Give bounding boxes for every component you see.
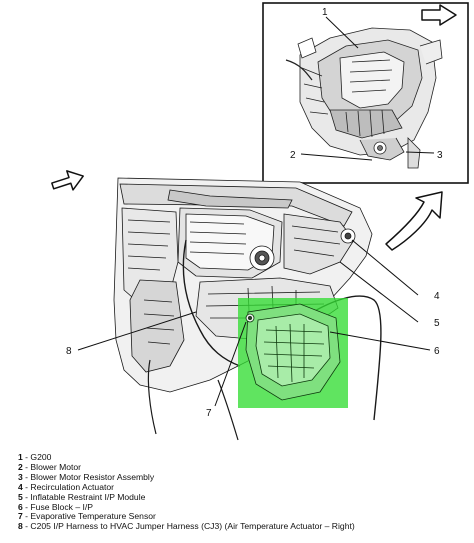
inset-hvac-module-drawing [285, 27, 443, 169]
legend-separator: - [22, 521, 31, 532]
legend-number: 1 [18, 452, 23, 462]
legend-number: 4 [18, 481, 23, 492]
callout-6: 6 [434, 346, 440, 357]
legend-text: Inflatable Restraint I/P Module [30, 491, 146, 502]
legend-number: 7 [18, 511, 23, 522]
fuse-block-drawing [245, 303, 341, 401]
callout-2: 2 [290, 150, 296, 161]
legend-number: 5 [18, 491, 23, 502]
callout-5: 5 [434, 318, 440, 329]
legend-item: 7 - Evaporative Temperature Sensor [18, 511, 468, 522]
legend-item: 5 - Inflatable Restraint I/P Module [18, 491, 468, 503]
callout-8: 8 [66, 346, 72, 357]
legend-separator: - [22, 471, 31, 482]
legend-separator: - [22, 511, 31, 522]
legend-text: Fuse Block – I/P [30, 501, 93, 512]
legend-separator: - [22, 501, 31, 512]
legend-separator: - [22, 452, 31, 462]
callout-1: 1 [322, 7, 328, 18]
legend-text: Blower Motor Resistor Assembly [30, 471, 155, 482]
inset-leader-lines [300, 16, 435, 161]
curved-arrow-icon [385, 191, 443, 251]
legend-number: 6 [18, 501, 23, 512]
legend-item: 2 - Blower Motor [18, 461, 468, 473]
legend-separator: - [22, 481, 31, 492]
legend-text: C205 I/P Harness to HVAC Jumper Harness … [30, 521, 355, 532]
callout-3: 3 [437, 150, 443, 161]
legend-number: 3 [18, 471, 23, 482]
forward-arrow-icon [421, 4, 457, 26]
legend-text: Recirculation Actuator [30, 481, 115, 492]
legend-item: 1 - G200 [18, 452, 468, 463]
legend-item: 4 - Recirculation Actuator [18, 481, 468, 493]
legend-separator: - [22, 461, 31, 472]
legend-item: 8 - C205 I/P Harness to HVAC Jumper Harn… [18, 521, 468, 532]
legend-item: 6 - Fuse Block – I/P [18, 501, 468, 513]
legend-number: 8 [18, 521, 23, 532]
legend-number: 2 [18, 461, 23, 472]
legend: 1 - G200 2 - Blower Motor 3 - Blower Mot… [18, 452, 468, 532]
legend-item: 3 - Blower Motor Resistor Assembly [18, 471, 468, 483]
callout-4: 4 [434, 291, 440, 302]
legend-separator: - [22, 491, 31, 502]
callout-7: 7 [206, 408, 212, 419]
left-view-arrow-icon [51, 170, 84, 191]
legend-text: G200 [30, 452, 52, 462]
legend-text: Evaporative Temperature Sensor [30, 511, 156, 522]
main-leader-lines [77, 239, 431, 407]
legend-text: Blower Motor [30, 461, 82, 472]
